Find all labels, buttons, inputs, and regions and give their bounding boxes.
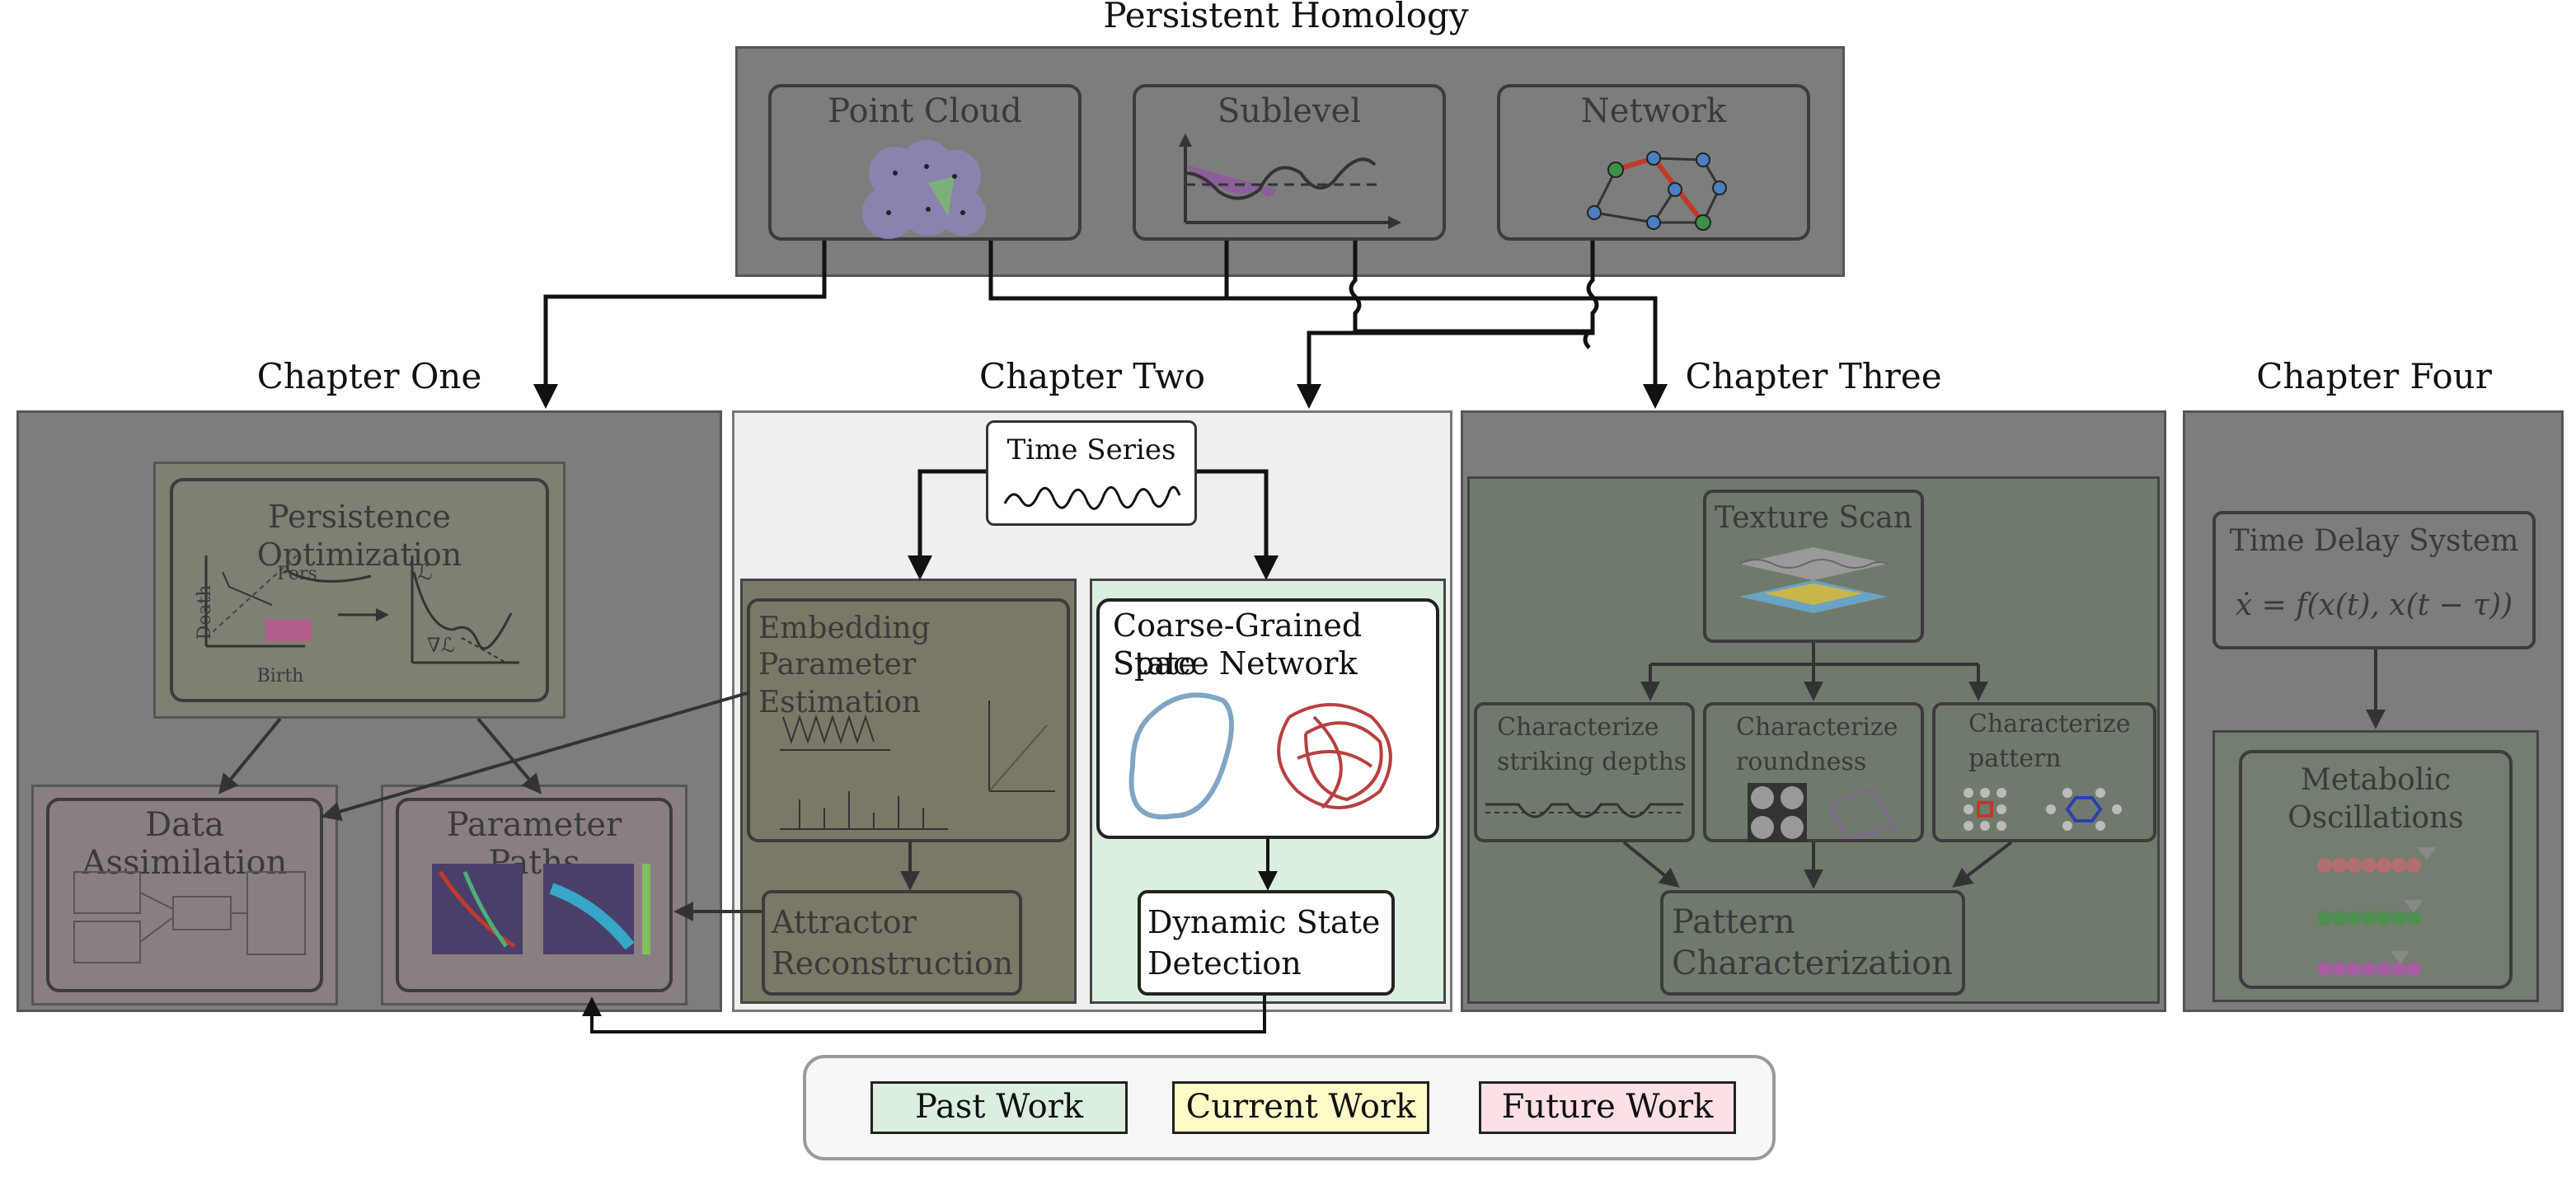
sublevel-curve-icon (1179, 134, 1401, 229)
time-series-wave-icon (1003, 485, 1181, 510)
chapter-three-title: Chapter Three (1685, 356, 1942, 396)
chapter-one-title: Chapter One (256, 356, 482, 396)
data-assimilation-frame (31, 785, 338, 1005)
chapter-four-title: Chapter Four (2256, 356, 2492, 396)
embedding-box: Embedding Parameter Estimation (747, 598, 1070, 842)
pers-label: Pers (277, 564, 317, 584)
data-assimilation-diagram-icon (73, 871, 306, 963)
point-cloud-label: Point Cloud (828, 92, 1022, 130)
coarse-grained-label-line2: Space Network (1113, 645, 1358, 682)
persistence-diagram-icon (204, 555, 519, 664)
dynamic-state-label-line1: Dynamic State (1147, 904, 1381, 940)
roundness-box: Characterize roundness (1703, 702, 1924, 842)
grad-loss-label: ∇ℒ (427, 634, 456, 657)
embedding-label-line2: Parameter Estimation (758, 648, 922, 719)
dynamic-state-label-line2: Detection (1147, 945, 1302, 982)
embedding-plot-icon (780, 701, 1055, 830)
time-delay-box: Time Delay System ẋ = f(x(t), x(t − τ)) (2212, 511, 2536, 649)
network-graph-icon (1587, 151, 1727, 231)
time-delay-label: Time Delay System (2229, 524, 2519, 558)
loss-label: ℒ (417, 560, 433, 585)
roundness-icon (1748, 783, 1898, 842)
texture-surface-icon (1738, 547, 1889, 613)
metabolic-label-line1: Metabolic (2300, 763, 2451, 797)
legend-current-work: Current Work (1172, 1081, 1429, 1134)
roundness-label-line2: roundness (1736, 747, 1867, 776)
network-label: Network (1580, 92, 1727, 130)
legend-future-work: Future Work (1479, 1081, 1736, 1134)
axis-birth-label: Birth (256, 666, 304, 687)
texture-scan-label: Texture Scan (1715, 501, 1912, 535)
metabolic-box: Metabolic Oscillations (2239, 750, 2513, 989)
time-delay-equation: ẋ = f(x(t), x(t − τ)) (2235, 588, 2513, 622)
point-cloud-icon (862, 140, 986, 239)
attractor-label-line2: Reconstruction (772, 945, 1014, 982)
persistence-optimization-box: Persistence Optimization Death Birth Per… (170, 478, 549, 702)
metabolic-label-line2: Oscillations (2287, 801, 2464, 835)
axis-death-label: Death (195, 584, 215, 640)
pattern-characterization-label-line2: Characterization (1672, 944, 1953, 982)
data-assimilation-box: Data Assimilation (46, 798, 323, 992)
striking-depths-icon (1485, 803, 1683, 818)
pattern-icon (1964, 788, 2122, 831)
pattern-label-line2: pattern (1968, 744, 2062, 773)
chapter-two-title: Chapter Two (978, 356, 1206, 396)
dynamic-state-box: Dynamic State Detection (1138, 890, 1395, 996)
persistent-homology-title: Persistent Homology (1103, 0, 1469, 35)
pattern-characterization-label-line1: Pattern (1672, 903, 1795, 941)
striking-depths-label-line2: striking depths (1497, 747, 1687, 776)
time-series-box: Time Series (986, 420, 1197, 526)
attractor-box: Attractor Reconstruction (762, 890, 1022, 996)
legend-past-work: Past Work (870, 1081, 1128, 1134)
metabolic-chain-icon (2317, 847, 2437, 977)
attractor-label-line1: Attractor (772, 904, 917, 940)
time-series-label: Time Series (1006, 434, 1176, 466)
striking-depths-label-line1: Characterize (1497, 713, 1659, 742)
persistence-optimization-label: Persistence Optimization (256, 499, 462, 573)
sublevel-label: Sublevel (1217, 92, 1362, 130)
coarse-grained-label-line1: Coarse-Grained State (1113, 607, 1363, 682)
network-box: Network (1497, 84, 1810, 241)
embedding-label-line1: Embedding (758, 612, 931, 645)
parameter-paths-box: Parameter Paths (396, 798, 673, 992)
sublevel-box: Sublevel (1133, 84, 1446, 241)
pattern-characterization-box: Pattern Characterization (1660, 890, 1965, 996)
roundness-label-line1: Characterize (1736, 713, 1898, 742)
coarse-grained-box: Coarse-Grained State Space Network (1096, 598, 1439, 839)
parameter-paths-heatmap-icon (432, 864, 650, 954)
point-cloud-box: Point Cloud (768, 84, 1082, 241)
data-assimilation-label: Data Assimilation (82, 806, 288, 882)
texture-scan-box: Texture Scan (1703, 490, 1924, 643)
state-space-network-icon (1128, 692, 1392, 820)
striking-depths-box: Characterize striking depths (1474, 702, 1695, 842)
pattern-label-line1: Characterize (1968, 710, 2131, 738)
pattern-box: Characterize pattern (1932, 702, 2156, 842)
